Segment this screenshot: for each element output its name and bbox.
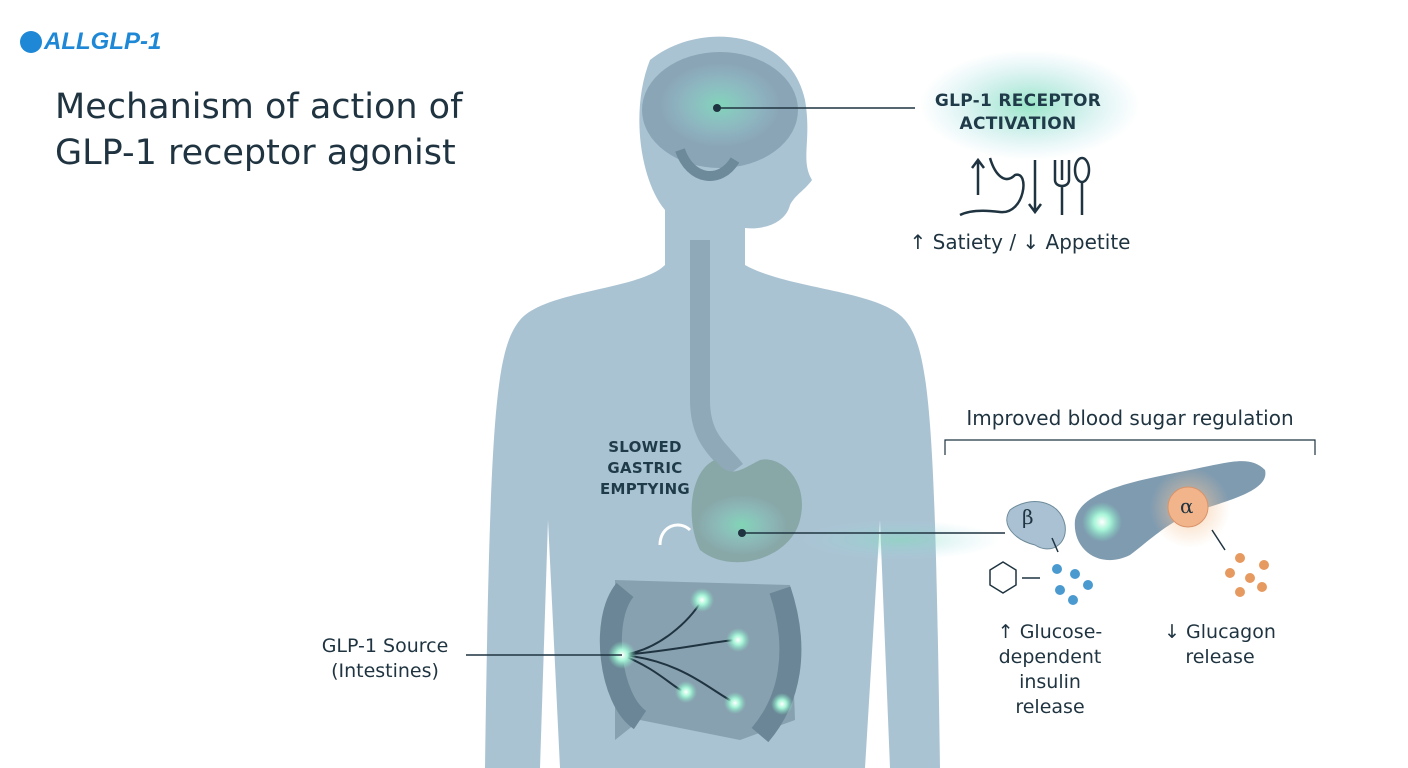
stomach-satiety-icon (959, 156, 1091, 217)
logo-icon (20, 31, 42, 53)
brain (642, 52, 798, 181)
bracket (944, 439, 1316, 455)
receptor-activation-label: GLP-1 RECEPTOR ACTIVATION (934, 91, 1102, 134)
glp1-source-line1: GLP-1 Source (321, 635, 449, 657)
blood-sugar-heading: Improved blood sugar regulation (966, 406, 1294, 430)
intestines (599, 580, 802, 743)
logo[interactable]: ALLGLP-1 (20, 28, 161, 56)
glucagon-release-label: ↓ Glucagon release (1164, 621, 1276, 668)
insulin-release-label: ↑ Glucose-dependent insulin release (997, 621, 1103, 718)
pancreas (989, 461, 1269, 605)
page-title: Mechanism of action of GLP-1 receptor ag… (55, 87, 463, 173)
glucose-hexagon (989, 561, 1017, 594)
beta-cell-symbol: β (1022, 505, 1034, 529)
body-silhouette (485, 36, 940, 768)
alpha-cell-symbol: α (1180, 494, 1194, 518)
satiety-label: ↑ Satiety / ↓ Appetite (909, 230, 1131, 254)
stomach (658, 459, 802, 563)
gastric-emptying-label: SLOWED GASTRIC EMPTYING (599, 438, 691, 498)
glp1-source-label: GLP-1 Source (Intestines) (300, 634, 470, 684)
esophagus (690, 240, 743, 477)
glp1-source-line2: (Intestines) (331, 660, 439, 682)
